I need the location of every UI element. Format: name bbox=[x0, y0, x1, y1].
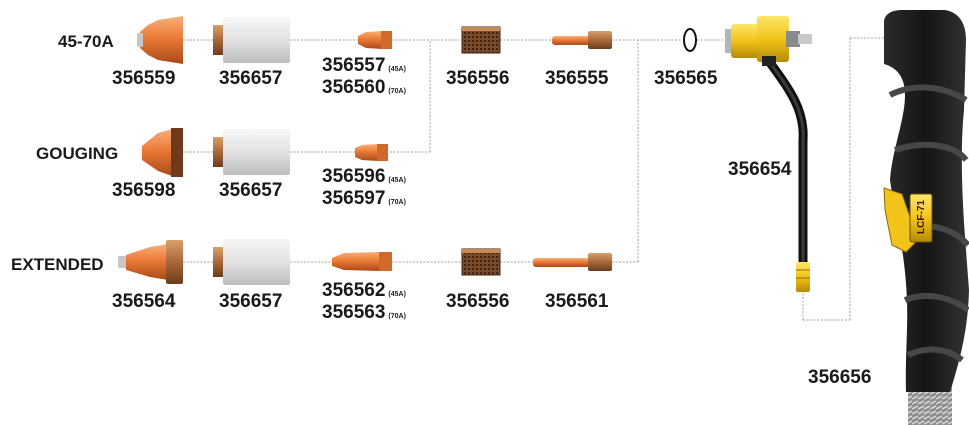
row3-shield[interactable] bbox=[118, 240, 183, 284]
row3-nozzle[interactable] bbox=[332, 252, 392, 271]
part-number-retaining-cap: 356657 bbox=[219, 291, 283, 312]
torch-head[interactable] bbox=[725, 16, 812, 292]
row1-swirl-ring[interactable] bbox=[461, 26, 501, 54]
row2-retaining-cap[interactable] bbox=[213, 129, 290, 175]
row2-shield[interactable] bbox=[142, 128, 183, 177]
part-number-swirl-ring: 356556 bbox=[446, 291, 510, 312]
part-number-nozzle-70a: 356563(70A) bbox=[322, 302, 406, 323]
row2-nozzle[interactable] bbox=[355, 144, 388, 161]
row-label-extended: EXTENDED bbox=[11, 255, 104, 274]
o-ring[interactable] bbox=[683, 28, 697, 52]
part-number-electrode: 356555 bbox=[545, 68, 609, 89]
connector-lines bbox=[183, 37, 884, 321]
part-number-retaining-cap: 356657 bbox=[219, 180, 283, 201]
row1-nozzle[interactable] bbox=[358, 31, 392, 49]
row3-swirl-ring[interactable] bbox=[461, 248, 501, 276]
handle-badge-text: LCF-71 bbox=[915, 200, 927, 234]
part-number-electrode: 356561 bbox=[545, 291, 609, 312]
part-number-nozzle-45a: 356562(45A) bbox=[322, 280, 406, 301]
part-number-shield: 356598 bbox=[112, 180, 176, 201]
row-label-45-70a: 45-70A bbox=[58, 32, 114, 51]
part-number-torch-head: 356654 bbox=[728, 159, 792, 180]
row1-retaining-cap[interactable] bbox=[213, 17, 290, 63]
part-number-shield: 356559 bbox=[112, 68, 176, 89]
part-number-o-ring: 356565 bbox=[654, 68, 718, 89]
row1-shield[interactable] bbox=[137, 16, 183, 64]
row3-retaining-cap[interactable] bbox=[213, 239, 290, 285]
part-number-nozzle-70a: 356560(70A) bbox=[322, 77, 406, 98]
row-label-gouging: GOUGING bbox=[36, 144, 119, 163]
part-number-handle: 356656 bbox=[808, 367, 872, 388]
torch-handle[interactable] bbox=[883, 10, 969, 425]
part-number-shield: 356564 bbox=[112, 291, 176, 312]
row3-electrode[interactable] bbox=[533, 253, 612, 271]
part-number-swirl-ring: 356556 bbox=[446, 68, 510, 89]
part-number-nozzle-45a: 356596(45A) bbox=[322, 166, 406, 187]
part-number-nozzle-70a: 356597(70A) bbox=[322, 188, 406, 209]
part-number-nozzle-45a: 356557(45A) bbox=[322, 55, 406, 76]
part-number-retaining-cap: 356657 bbox=[219, 68, 283, 89]
row1-electrode[interactable] bbox=[552, 31, 612, 49]
